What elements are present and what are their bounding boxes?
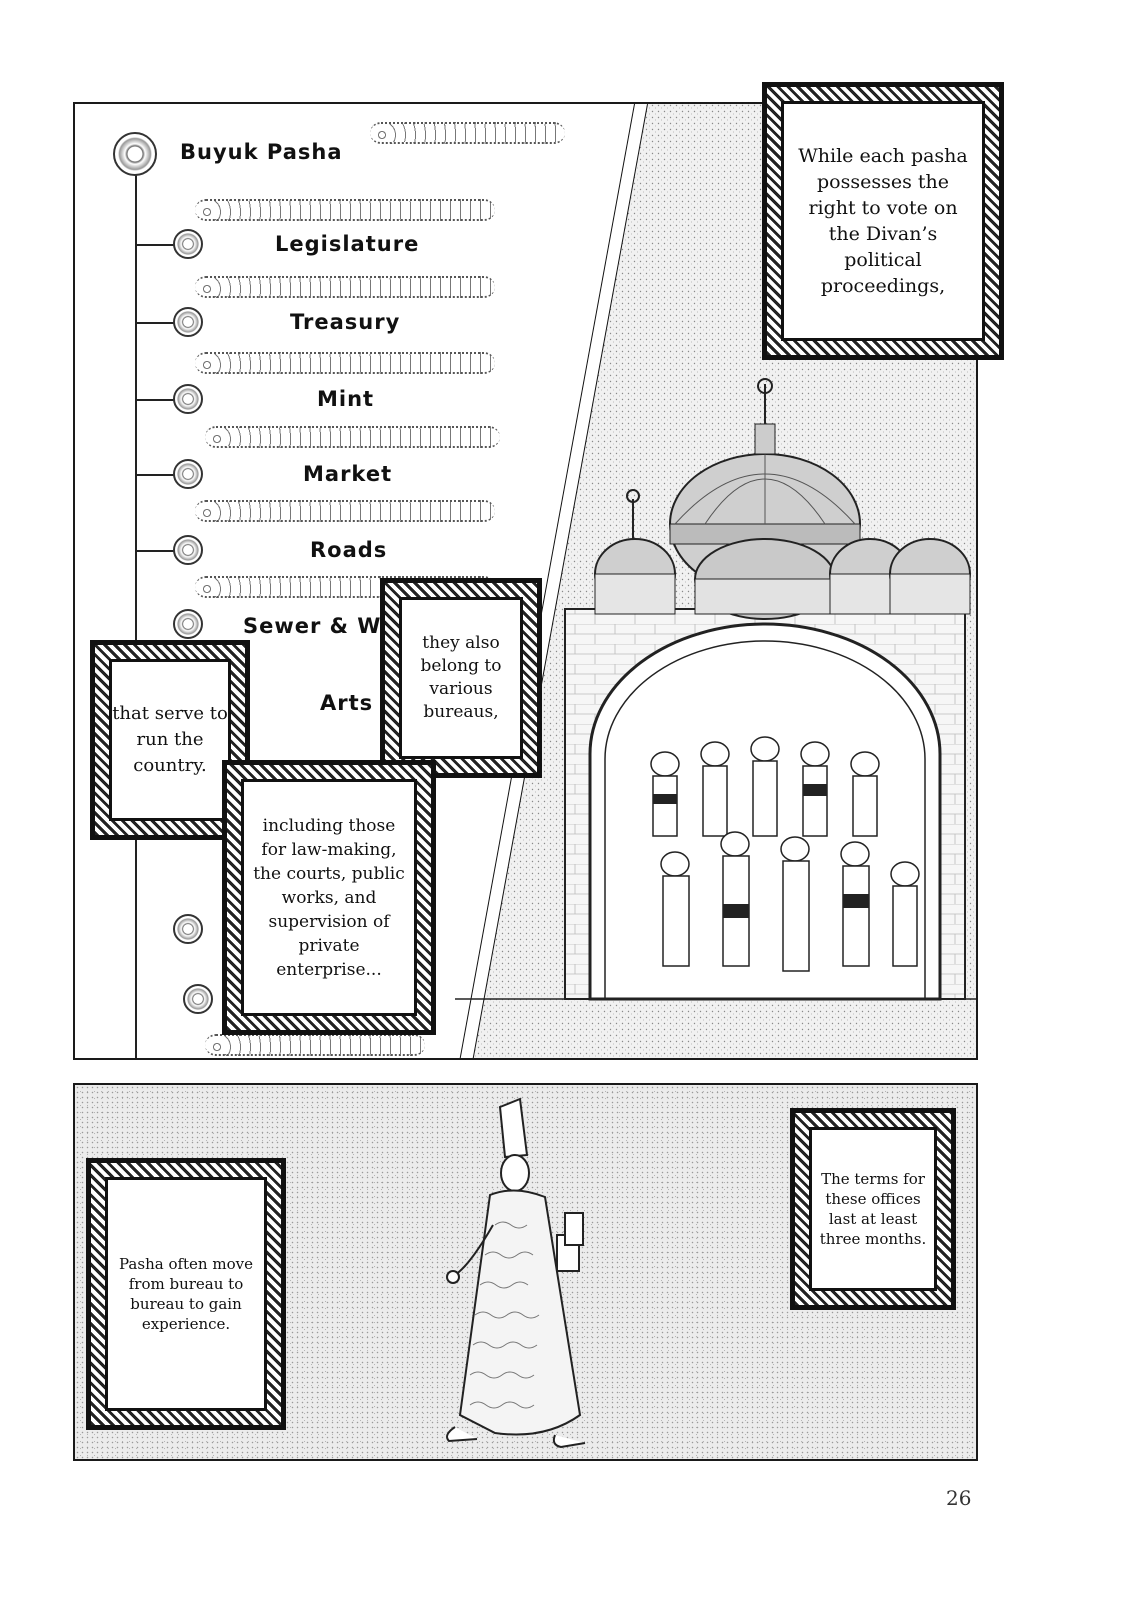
caption-including: including those for law-making, the cour… bbox=[253, 815, 405, 980]
flower-ornament-icon bbox=[113, 132, 157, 176]
caption-that-serve: that serve to run the country. bbox=[112, 703, 228, 776]
caption-pasha-move: Pasha often move from bureau to bureau t… bbox=[119, 1255, 253, 1333]
org-branch bbox=[135, 550, 175, 552]
org-chart-trunk bbox=[135, 159, 137, 1058]
dept-arts: Arts bbox=[320, 691, 374, 715]
caption-top-right: While each pasha possesses the right to … bbox=[798, 145, 968, 297]
dept-market: Market bbox=[303, 462, 393, 486]
rosette-icon bbox=[183, 984, 213, 1014]
caption-frame-they-also: they also belong to various bureaus, bbox=[380, 578, 542, 778]
rosette-icon bbox=[173, 384, 203, 414]
org-branch bbox=[135, 474, 175, 476]
org-root-label: Buyuk Pasha bbox=[180, 140, 343, 164]
dept-mint: Mint bbox=[317, 387, 375, 411]
org-branch bbox=[135, 244, 175, 246]
dept-legislature: Legislature bbox=[275, 232, 420, 256]
walking-pasha-illustration bbox=[446, 1097, 586, 1449]
dept-treasury: Treasury bbox=[290, 310, 401, 334]
vine-ornament bbox=[370, 122, 565, 144]
scroll-ornament bbox=[195, 352, 495, 374]
page-number: 26 bbox=[946, 1486, 972, 1510]
mosque-illustration bbox=[455, 378, 976, 1001]
caption-terms: The terms for these offices last at leas… bbox=[819, 1170, 927, 1248]
org-branch bbox=[135, 399, 175, 401]
dept-roads: Roads bbox=[310, 538, 388, 562]
caption-frame-pasha-move: Pasha often move from bureau to bureau t… bbox=[86, 1158, 286, 1430]
scroll-ornament bbox=[205, 426, 500, 448]
caption-they-also: they also belong to various bureaus, bbox=[420, 633, 502, 722]
rosette-icon bbox=[173, 459, 203, 489]
dept-sewer: Sewer & W bbox=[243, 614, 382, 638]
rosette-icon bbox=[173, 535, 203, 565]
caption-frame-including: including those for law-making, the cour… bbox=[222, 760, 436, 1035]
scroll-ornament bbox=[195, 276, 495, 298]
rosette-icon bbox=[173, 229, 203, 259]
rosette-icon bbox=[173, 609, 203, 639]
scroll-ornament bbox=[195, 500, 495, 522]
org-branch bbox=[135, 322, 175, 324]
scroll-ornament bbox=[195, 199, 495, 221]
rosette-icon bbox=[173, 914, 203, 944]
scroll-ornament bbox=[205, 1034, 425, 1056]
caption-frame-terms: The terms for these offices last at leas… bbox=[790, 1108, 956, 1310]
caption-frame-top-right: While each pasha possesses the right to … bbox=[762, 82, 1004, 360]
rosette-icon bbox=[173, 307, 203, 337]
